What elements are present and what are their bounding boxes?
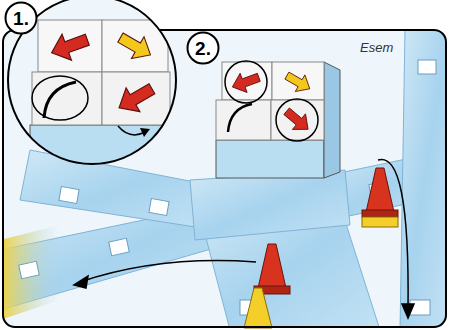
- curve-symbol: [228, 104, 252, 132]
- inset-cube: [30, 20, 170, 175]
- pawn: [244, 168, 398, 328]
- caption-note: Esem: [360, 40, 393, 55]
- ice-board: [3, 30, 446, 327]
- move-arrow: [74, 159, 414, 318]
- board-hole: [19, 60, 436, 315]
- callout-circle: 2.: [186, 31, 220, 65]
- callout-number: 2.: [195, 39, 211, 58]
- highlight-ring: [276, 99, 318, 141]
- highlight-ring: [225, 61, 267, 103]
- arrow-cube: [216, 61, 340, 178]
- callout-circle: 1.: [4, 1, 38, 35]
- callout-number: 1.: [13, 9, 29, 28]
- panel-border: [3, 30, 446, 327]
